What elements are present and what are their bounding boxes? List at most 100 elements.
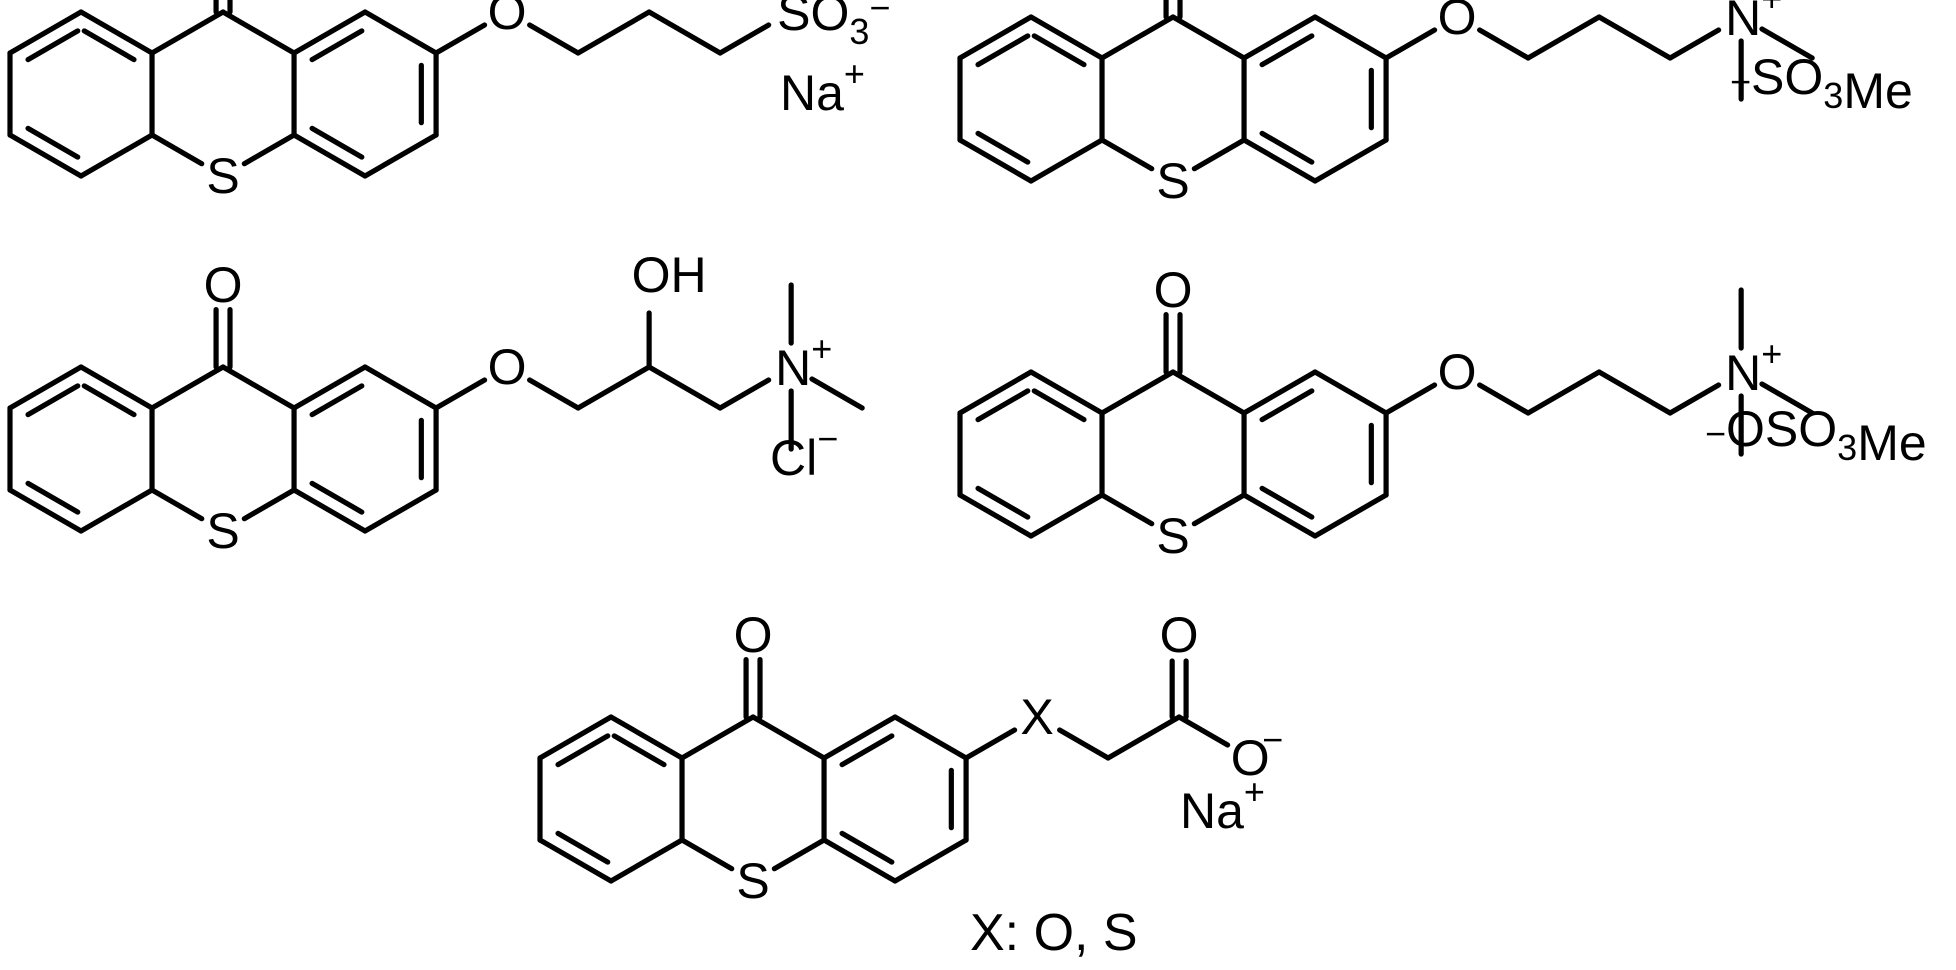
right-ring-bond [362, 487, 439, 534]
left-ring-bond [1028, 369, 1105, 416]
left-ring-bond [957, 14, 1034, 61]
ether-oxygen-label: O [1438, 0, 1477, 45]
right-ring-bond [892, 837, 969, 884]
linker-bond [1057, 727, 1111, 761]
mesylate-counter-ion-label: −SO3Me [1730, 49, 1913, 119]
double-bond-inner [1031, 33, 1087, 68]
linker-bond [433, 22, 488, 56]
central-ring-bond [679, 837, 735, 872]
left-ring-bond [1028, 14, 1105, 61]
n-methyl-bond [809, 376, 865, 411]
carboxylate-charge-label: − [1262, 719, 1283, 760]
linker-bond [1525, 369, 1602, 416]
right-ring-bond [1241, 369, 1318, 416]
carbonyl-oxygen-label: O [734, 607, 773, 663]
sodium-counter-ion-label: Na+ [780, 53, 865, 121]
right-ring-bond [291, 364, 368, 411]
ether-oxygen-label: O [1438, 344, 1477, 400]
left-ring-bond [78, 487, 155, 534]
sulfonate-group-label: SO3− [777, 0, 890, 52]
central-ring-bond [1191, 492, 1247, 527]
methylsulfate-counter-ion-label: −OSO3Me [1705, 401, 1927, 471]
central-ring-bond [149, 132, 205, 167]
double-bond-inner [309, 480, 365, 515]
central-ring-bond [679, 714, 756, 761]
carbonyl-oxygen-label: O [204, 257, 243, 313]
central-ring-bond [241, 487, 297, 522]
molecule-4: O S O N+−OSO3Me [957, 262, 1927, 564]
double-bond-inner [975, 485, 1031, 520]
double-bond-inner [309, 125, 365, 160]
double-bond-inner [25, 28, 81, 63]
left-ring-bond [7, 364, 84, 411]
linker-bond [575, 364, 652, 411]
left-ring-bond [608, 837, 685, 884]
left-ring-bond [957, 369, 1034, 416]
central-ring-bond [1099, 137, 1155, 172]
ring-sulfur-label: S [1156, 508, 1189, 564]
left-ring-bond [1028, 137, 1105, 184]
right-ring-bond [1312, 137, 1389, 184]
sodium-counter-ion-label: Na+ [1180, 771, 1265, 839]
n-methyl-bond [1759, 381, 1815, 416]
right-ring-bond [1312, 492, 1389, 539]
left-ring-bond [7, 487, 84, 534]
central-ring-bond [1170, 369, 1247, 416]
double-bond-inner [839, 733, 895, 768]
central-ring-bond [1170, 14, 1247, 61]
chloride-counter-ion-label: Cl− [770, 418, 838, 486]
ammonium-group-label: N+ [1725, 333, 1782, 401]
double-bond-inner [555, 733, 611, 768]
left-ring-bond [957, 492, 1034, 539]
left-ring-bond [608, 714, 685, 761]
linker-bond [1105, 714, 1182, 761]
right-ring-bond [362, 364, 439, 411]
central-ring-bond [1099, 369, 1176, 416]
linker-bond [433, 377, 488, 411]
double-bond-inner [975, 388, 1031, 423]
double-bond-inner [1031, 388, 1087, 423]
central-ring-bond [241, 132, 297, 167]
central-ring-bond [1099, 492, 1155, 527]
right-ring-bond [362, 132, 439, 179]
left-ring-bond [537, 837, 614, 884]
right-ring-bond [362, 9, 439, 56]
central-ring-bond [750, 714, 827, 761]
hydroxyl-label: OH [632, 247, 707, 303]
double-bond-inner [81, 28, 137, 63]
double-bond-inner [555, 830, 611, 865]
ether-oxygen-label: O [488, 339, 527, 395]
linker-bond [1176, 714, 1231, 748]
double-bond-inner [81, 383, 137, 418]
left-ring-bond [78, 364, 155, 411]
double-bond-inner [25, 383, 81, 418]
left-ring-bond [7, 9, 84, 56]
double-bond-inner [975, 33, 1031, 68]
carbonyl-oxygen-label: O [1154, 262, 1193, 318]
left-ring-bond [78, 132, 155, 179]
carboxylate-oxygen-label: O [1231, 730, 1270, 786]
linker-bond [1477, 382, 1531, 416]
ring-sulfur-label: S [206, 503, 239, 559]
ammonium-group-label: N+ [1725, 0, 1782, 46]
linker-bond [963, 727, 1018, 761]
linker-bond [527, 377, 581, 411]
right-ring-bond [1241, 492, 1318, 539]
linker-bond [1525, 14, 1602, 61]
double-bond-inner [25, 125, 81, 160]
right-ring-bond [821, 837, 898, 884]
central-ring-bond [220, 364, 297, 411]
linker-bond [1596, 369, 1673, 416]
right-ring-bond [1241, 137, 1318, 184]
central-ring-bond [149, 487, 205, 522]
right-ring-bond [892, 714, 969, 761]
right-ring-bond [1312, 369, 1389, 416]
ring-sulfur-label: S [736, 853, 769, 909]
double-bond-inner [1259, 485, 1315, 520]
linker-bond [1667, 382, 1722, 416]
right-ring-bond [291, 487, 368, 534]
central-ring-bond [1099, 14, 1176, 61]
